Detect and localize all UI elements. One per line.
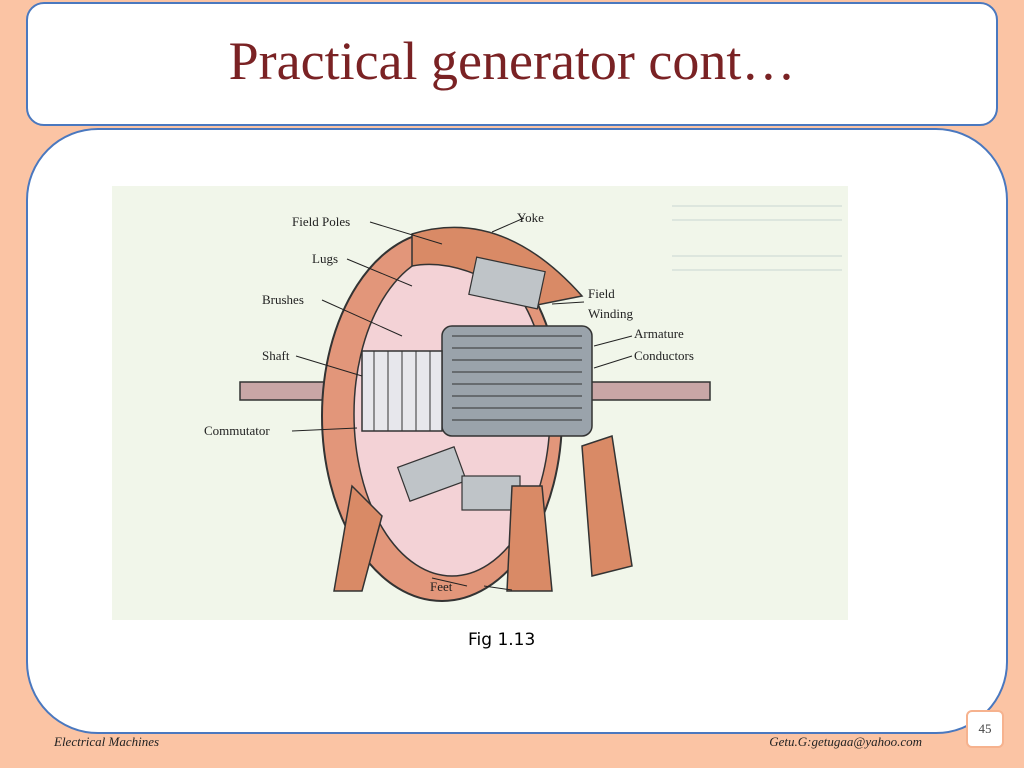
slide-title: Practical generator cont… (228, 31, 796, 91)
label-lugs: Lugs (312, 251, 338, 266)
leader-lines (291, 217, 633, 591)
label-armature: Armature (634, 326, 684, 341)
label-winding: Winding (588, 306, 633, 321)
label-shaft: Shaft (262, 348, 290, 363)
label-feet: Feet (430, 579, 453, 594)
footer-course: Electrical Machines (54, 734, 160, 749)
figure-caption: Fig 1.13 (460, 624, 588, 656)
label-conductors: Conductors (634, 348, 694, 363)
label-yoke: Yoke (517, 210, 544, 225)
armature-conductors (452, 335, 582, 421)
label-field-poles: Field Poles (292, 214, 350, 229)
title-box: Practical generator cont… (26, 2, 998, 126)
label-brushes: Brushes (262, 292, 304, 307)
commutator-segments (373, 351, 431, 431)
foot-center (506, 485, 553, 592)
foot-left (333, 484, 383, 592)
label-commutator: Commutator (204, 423, 270, 438)
generator-diagram: Field Poles Yoke Lugs Field Winding Brus… (112, 186, 848, 620)
field-poles (396, 256, 546, 511)
foot-right (581, 435, 633, 577)
label-field: Field (588, 286, 615, 301)
page-number: 45 (966, 710, 1004, 748)
footer-author: Getu.G:getugaa@yahoo.com (769, 734, 922, 749)
